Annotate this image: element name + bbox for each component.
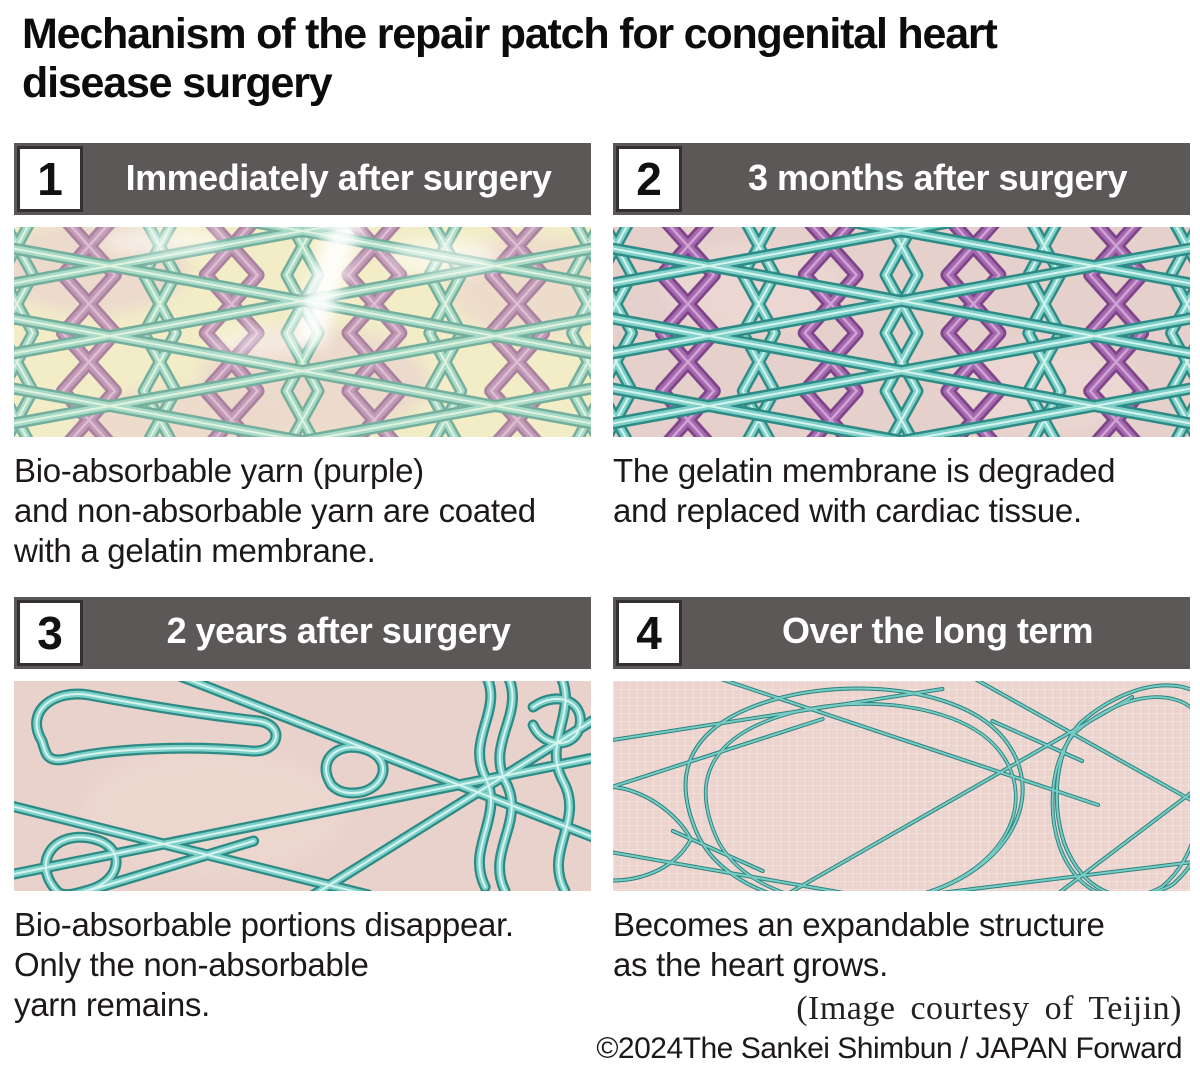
image-courtesy-credit: (Image courtesy of Teijin) xyxy=(796,990,1182,1027)
panel-3-title: 2 years after surgery xyxy=(166,610,511,652)
panel-4-header-bar: 4 Over the long term xyxy=(613,596,1190,669)
panel-1-title: Immediately after surgery xyxy=(125,156,552,198)
panel-3: 3 2 years after surgery Bio-absorbable p xyxy=(14,596,591,1025)
panel-2: 2 3 months after surgery The gelatin mem… xyxy=(613,143,1190,571)
panel-1-caption: Bio-absorbable yarn (purple) and non-abs… xyxy=(14,452,536,569)
mesh-membrane-illustration xyxy=(14,227,591,437)
step-number: 2 xyxy=(636,153,662,205)
page-title: Mechanism of the repair patch for congen… xyxy=(22,10,998,108)
panel-4-title: Over the long term xyxy=(781,610,1094,652)
panel-3-caption: Bio-absorbable portions disappear. Only … xyxy=(14,905,514,1023)
expanded-web-illustration xyxy=(613,680,1190,891)
panel-1: 1 Immediately after surgery xyxy=(14,143,591,571)
step-number: 3 xyxy=(37,606,63,659)
panel-grid: 1 Immediately after surgery xyxy=(14,143,1190,1025)
copyright-line: ©2024The Sankei Shimbun / JAPAN Forward xyxy=(596,1032,1182,1065)
mesh-tissue-illustration xyxy=(613,227,1190,437)
panel-2-caption: The gelatin membrane is degraded and rep… xyxy=(613,452,1116,529)
panel-2-title: 3 months after surgery xyxy=(747,156,1128,198)
panel-2-header-bar: 2 3 months after surgery xyxy=(613,143,1190,215)
step-number: 4 xyxy=(636,606,662,659)
credits: (Image courtesy of Teijin) ©2024The Sank… xyxy=(596,990,1182,1066)
step-number-box: 2 xyxy=(616,146,682,212)
loose-yarn-illustration xyxy=(14,680,591,891)
step-number-box: 4 xyxy=(616,599,682,666)
step-number-box: 3 xyxy=(17,599,83,666)
step-number: 1 xyxy=(37,153,63,205)
panel-3-header-bar: 3 2 years after surgery xyxy=(14,596,591,669)
panel-4-caption: Becomes an expandable structure as the h… xyxy=(613,905,1105,983)
step-number-box: 1 xyxy=(17,146,83,212)
panel-4: 4 Over the long term xyxy=(613,596,1190,1025)
panel-1-header-bar: 1 Immediately after surgery xyxy=(14,143,591,215)
